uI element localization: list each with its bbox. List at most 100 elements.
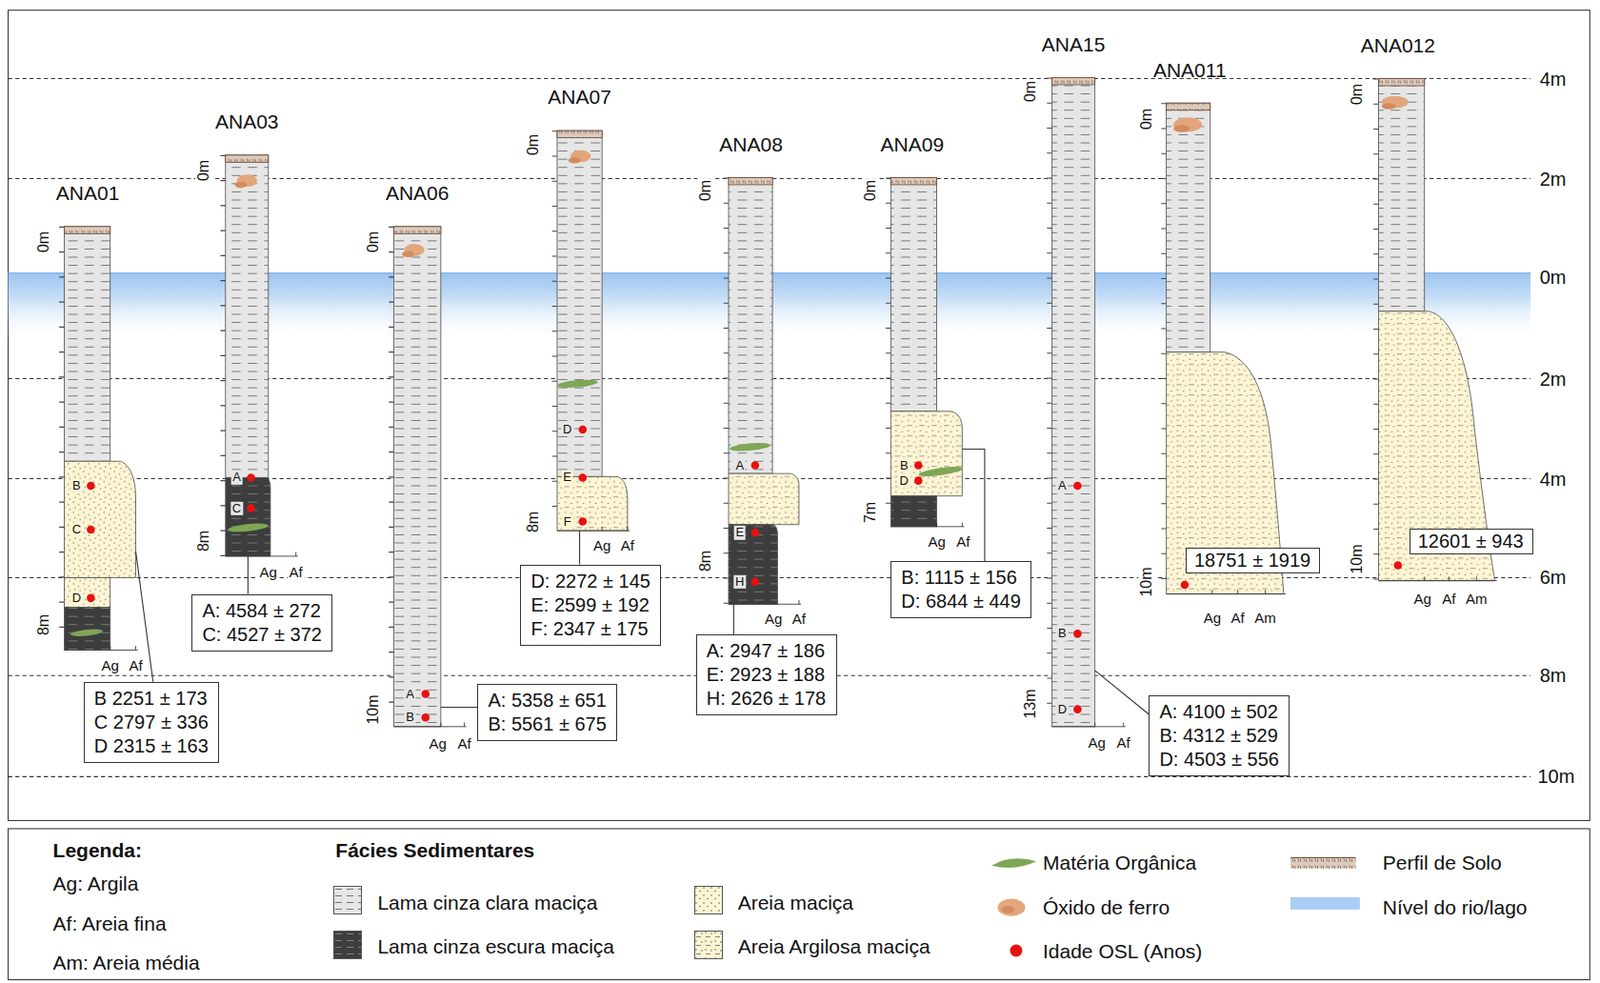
leader-line	[247, 556, 249, 595]
grain-size-label: Ag	[925, 534, 947, 551]
sample-letter: B	[403, 710, 417, 724]
legend-swatch-fill	[694, 931, 722, 960]
sample-letter: D	[898, 473, 911, 487]
column-ana15	[1049, 77, 1126, 726]
grain-size-label: Af	[455, 736, 473, 753]
sample-letter: D	[1056, 701, 1069, 716]
depth-label: 8m	[525, 508, 543, 534]
grain-size-label: Af	[126, 657, 144, 674]
depth-label: 0m	[861, 178, 880, 203]
legend-note: Am: Areia média	[51, 952, 202, 975]
legend-swatch-fill	[334, 931, 362, 960]
legend-swatch-fill	[1290, 857, 1357, 869]
column-ana011	[1166, 589, 1286, 594]
legend-swatch-fill	[1290, 897, 1360, 910]
figure-frame	[8, 10, 1591, 980]
grain-size-label: Ag	[1201, 610, 1223, 627]
depth-label: 0m	[698, 178, 716, 203]
column-ana08	[751, 460, 760, 470]
column-ana011	[1173, 117, 1202, 132]
column-title: ANA011	[1153, 59, 1227, 81]
column-ana09	[885, 177, 891, 526]
column-ana012	[1379, 576, 1498, 580]
column-ana01	[64, 607, 111, 651]
column-ana15	[1052, 77, 1096, 726]
column-ana03	[220, 155, 225, 557]
leader-line	[733, 603, 735, 635]
stratigraphic-column: ANA03	[225, 155, 271, 557]
legend-swatch-fill	[334, 886, 362, 915]
column-ana09	[890, 411, 962, 497]
elevation-gridline	[8, 776, 1532, 778]
depth-label: 13m	[1021, 687, 1040, 721]
grain-size-label: Af	[1440, 591, 1458, 608]
column-ana07	[557, 130, 602, 477]
column-ana08	[728, 600, 801, 604]
column-ana07	[579, 425, 588, 435]
legend-text: Óxido de ferro	[1042, 896, 1170, 919]
osl-age-value: B: 1115 ± 156	[900, 565, 1017, 590]
legend-swatch	[1290, 897, 1360, 910]
grain-size-label: Ag	[591, 538, 613, 555]
sample-letter: E	[560, 470, 574, 484]
column-ana08	[725, 177, 801, 604]
legend-swatch	[333, 885, 362, 915]
depth-label: 0m	[364, 229, 382, 255]
column-ana09	[914, 476, 923, 485]
column-ana15	[1073, 629, 1082, 639]
osl-age-box: 18751 ± 1919	[1185, 547, 1320, 574]
column-ana012	[1381, 102, 1397, 109]
depth-label: 0m	[35, 229, 53, 255]
column-ana03	[234, 181, 247, 188]
column-ana09	[888, 177, 965, 526]
grain-size-label: Am	[1252, 610, 1279, 627]
column-ana06	[421, 689, 431, 699]
column-ana07	[554, 130, 630, 531]
figure-frame	[8, 10, 1591, 821]
grain-size-label: Am	[1463, 591, 1490, 608]
depth-label: 0m	[1138, 106, 1156, 132]
column-ana09	[890, 522, 964, 527]
elevation-label: 10m	[1536, 765, 1578, 787]
column-ana03	[227, 521, 269, 534]
legend-swatch-fill	[997, 898, 1025, 916]
column-ana011	[1166, 102, 1211, 352]
legend-swatch-texture	[695, 886, 722, 914]
column-ana012	[1376, 79, 1498, 581]
osl-age-value: A: 5358 ± 651	[487, 688, 606, 713]
column-ana08	[751, 577, 760, 586]
column-ana09	[890, 177, 937, 185]
grain-size-label: Ag	[100, 657, 121, 674]
column-ana011	[1166, 102, 1211, 111]
column-ana01	[70, 627, 104, 638]
column-ana09	[918, 464, 964, 479]
column-ana06	[391, 226, 467, 727]
sample-letter: A	[403, 686, 417, 700]
osl-age-value: D: 4503 ± 556	[1159, 747, 1280, 772]
column-ana01	[86, 481, 96, 491]
osl-age-value: H: 2626 ± 178	[706, 686, 827, 711]
column-ana012	[1379, 79, 1425, 312]
osl-age-value: 12601 ± 943	[1418, 529, 1524, 554]
grain-size-label: Af	[954, 534, 972, 551]
column-ana01	[59, 226, 64, 651]
legend-swatch	[1009, 943, 1023, 958]
osl-age-value: A: 4100 ± 502	[1159, 700, 1278, 724]
legend-swatch	[991, 856, 1037, 871]
column-ana03	[225, 155, 269, 163]
osl-age-box: D: 2272 ± 145E: 2599 ± 192F: 2347 ± 175	[520, 564, 661, 646]
osl-age-value: C: 4527 ± 372	[201, 622, 322, 647]
osl-age-value: B: 4312 ± 529	[1159, 723, 1278, 748]
leader-line	[440, 706, 479, 708]
osl-age-value: E: 2599 ± 192	[530, 593, 649, 618]
column-ana08	[728, 473, 800, 525]
column-ana03	[246, 473, 256, 482]
sample-letter: B	[1056, 626, 1069, 640]
depth-label: 8m	[195, 528, 213, 554]
column-title: ANA03	[215, 110, 280, 133]
column-ana15	[1052, 722, 1126, 727]
sample-letter: D	[70, 591, 83, 605]
column-ana01	[61, 226, 139, 651]
